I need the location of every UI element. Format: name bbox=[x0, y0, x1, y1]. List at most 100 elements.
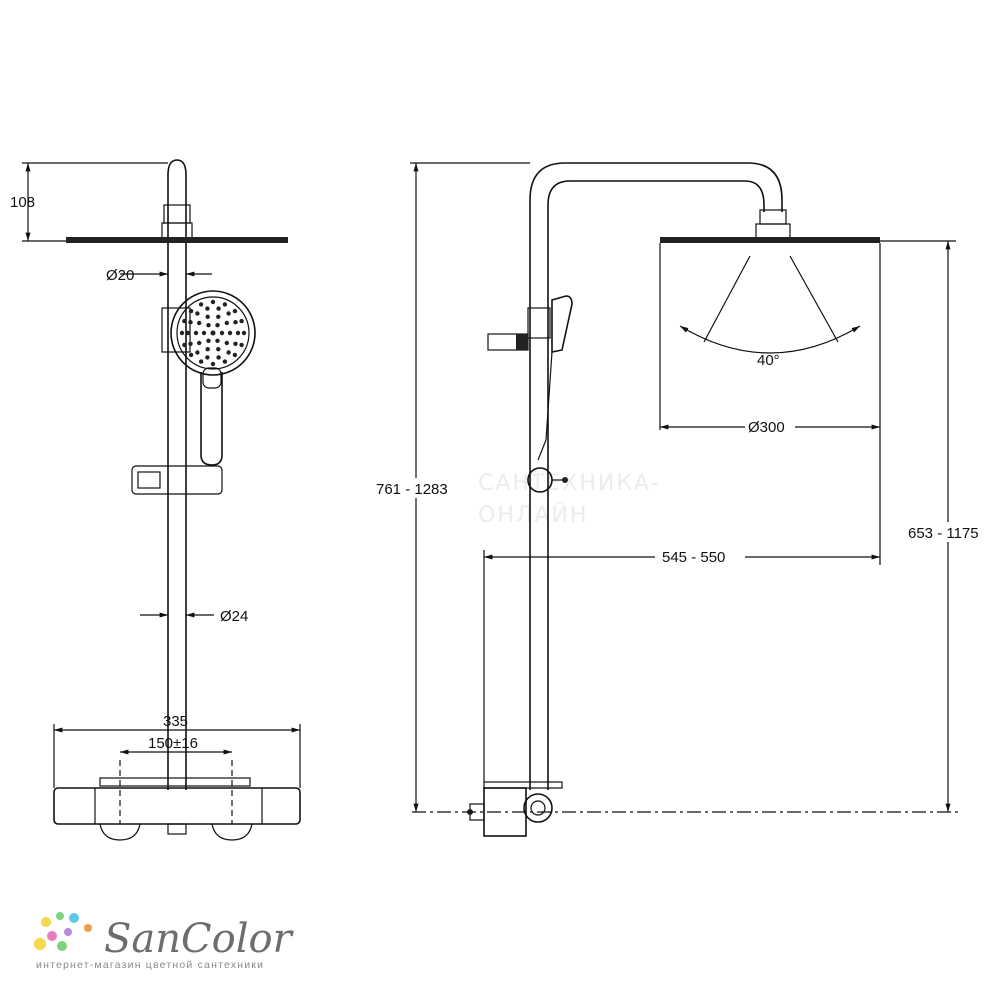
dim-total-height: 761 - 1283 bbox=[376, 481, 448, 498]
nozzle-dot bbox=[195, 350, 200, 355]
dim-reach-gap bbox=[655, 546, 745, 566]
side-hand-shower-head bbox=[551, 295, 573, 353]
front-riser-top bbox=[167, 159, 187, 790]
hand-shower-button bbox=[202, 367, 222, 389]
nozzle-dot bbox=[239, 342, 244, 348]
side-overhead-shower-plate bbox=[660, 237, 880, 243]
dim-mixer-width: 335 bbox=[163, 713, 188, 730]
dim-arm-reach: 545 - 550 bbox=[662, 549, 725, 566]
side-riser-arm-outer bbox=[529, 162, 783, 790]
slider-knob bbox=[137, 471, 161, 489]
nozzle-dot bbox=[216, 306, 221, 311]
nozzle-dot bbox=[224, 320, 229, 326]
nozzle-dot bbox=[227, 330, 233, 336]
nozzle-dot bbox=[205, 355, 210, 360]
mixer-top-plate bbox=[99, 777, 251, 787]
spray-angle-arc bbox=[679, 325, 861, 354]
nozzle-dot bbox=[195, 311, 200, 316]
dim-total-gap bbox=[376, 478, 458, 498]
nozzle-dot bbox=[188, 352, 194, 358]
logo-dot bbox=[41, 917, 51, 927]
dim-d300-gap bbox=[745, 416, 795, 436]
logo-color-dots bbox=[34, 912, 92, 951]
sancolor-logo: SanColor интернет-магазин цветной сантех… bbox=[34, 912, 295, 971]
nozzle-dot bbox=[205, 347, 210, 352]
side-hand-shower-handle bbox=[537, 351, 553, 461]
logo-dot bbox=[64, 928, 72, 936]
nozzle-dot bbox=[198, 302, 204, 307]
mixer-outlet bbox=[167, 823, 187, 835]
nozzle-dot bbox=[210, 299, 216, 305]
dim-riser-diameter: Ø24 bbox=[220, 608, 248, 625]
nozzle-dot bbox=[235, 330, 241, 336]
hand-shower-nozzles bbox=[179, 299, 247, 367]
hand-shower-handle bbox=[200, 372, 223, 466]
spray-line-left bbox=[703, 255, 751, 343]
nozzle-dot bbox=[216, 355, 221, 360]
nozzle-dot bbox=[216, 314, 221, 319]
logo-dot bbox=[69, 913, 79, 923]
side-slider-pin-head bbox=[562, 477, 568, 483]
front-view: 108 Ø20 Ø24 335 150±16 bbox=[10, 159, 301, 841]
nozzle-dot bbox=[188, 341, 193, 346]
nozzle-dot bbox=[201, 330, 207, 336]
hand-shower-face bbox=[176, 296, 250, 370]
front-overhead-shower-plate bbox=[66, 237, 288, 243]
side-head-nut bbox=[755, 223, 791, 239]
nozzle-dot bbox=[232, 352, 238, 358]
nozzle-dot bbox=[205, 314, 210, 319]
nozzle-dot bbox=[198, 359, 204, 364]
nozzle-dot bbox=[239, 318, 244, 324]
logo-dot bbox=[57, 941, 67, 951]
slider-bracket bbox=[131, 465, 223, 495]
side-head-connector bbox=[759, 209, 787, 225]
inlet-right bbox=[211, 823, 253, 841]
nozzle-dot bbox=[241, 330, 247, 336]
side-holder bbox=[527, 307, 551, 339]
dim-inlet-spacing: 150±16 bbox=[148, 735, 198, 752]
watermark-line1: САНТЕХНИКА- bbox=[478, 471, 661, 496]
logo-dot bbox=[47, 931, 57, 941]
nozzle-dot bbox=[182, 342, 187, 348]
side-mixer-handle bbox=[523, 793, 553, 823]
nozzle-dot bbox=[188, 320, 193, 325]
nozzle-dot bbox=[185, 330, 191, 336]
dim-head-diameter: Ø300 bbox=[748, 419, 785, 436]
nozzle-dot bbox=[226, 350, 231, 355]
side-holder-knob-cap bbox=[516, 334, 528, 350]
nozzle-dot bbox=[210, 361, 216, 367]
nozzle-dot bbox=[210, 330, 216, 336]
watermark: САНТЕХНИКА- ОНЛАЙН bbox=[478, 471, 661, 528]
dim-clear-gap bbox=[905, 522, 995, 542]
nozzle-dot bbox=[233, 341, 238, 346]
nozzle-dot bbox=[224, 340, 229, 346]
logo-tagline: интернет-магазин цветной сантехники bbox=[36, 959, 264, 971]
nozzle-dot bbox=[232, 308, 238, 314]
nozzle-dot bbox=[197, 320, 202, 326]
logo-dot bbox=[34, 938, 46, 950]
dim-head-height: 108 bbox=[10, 194, 35, 211]
nozzle-dot bbox=[206, 323, 211, 328]
nozzle-dot bbox=[226, 311, 231, 316]
nozzle-dot bbox=[197, 340, 202, 346]
nozzle-dot bbox=[216, 347, 221, 352]
nozzle-dot bbox=[215, 323, 220, 328]
dim-spray-angle: 40° bbox=[757, 352, 780, 369]
nozzle-dot bbox=[205, 306, 210, 311]
dim-arm-diameter: Ø20 bbox=[106, 267, 134, 284]
inlet-left bbox=[99, 823, 141, 841]
side-riser-arm-inner bbox=[547, 180, 765, 790]
side-mixer-handle-inner bbox=[530, 800, 546, 816]
thermostatic-mixer-body bbox=[53, 787, 301, 825]
logo-dot bbox=[56, 912, 64, 920]
nozzle-dot bbox=[182, 318, 187, 324]
dim-head-clearance: 653 - 1175 bbox=[908, 525, 979, 542]
side-mixer-plate bbox=[483, 781, 563, 789]
logo-brand-name: SanColor bbox=[104, 916, 295, 962]
nozzle-dot bbox=[215, 338, 220, 343]
nozzle-dot bbox=[222, 302, 228, 307]
logo-dot bbox=[84, 924, 92, 932]
spray-line-right bbox=[789, 255, 839, 343]
